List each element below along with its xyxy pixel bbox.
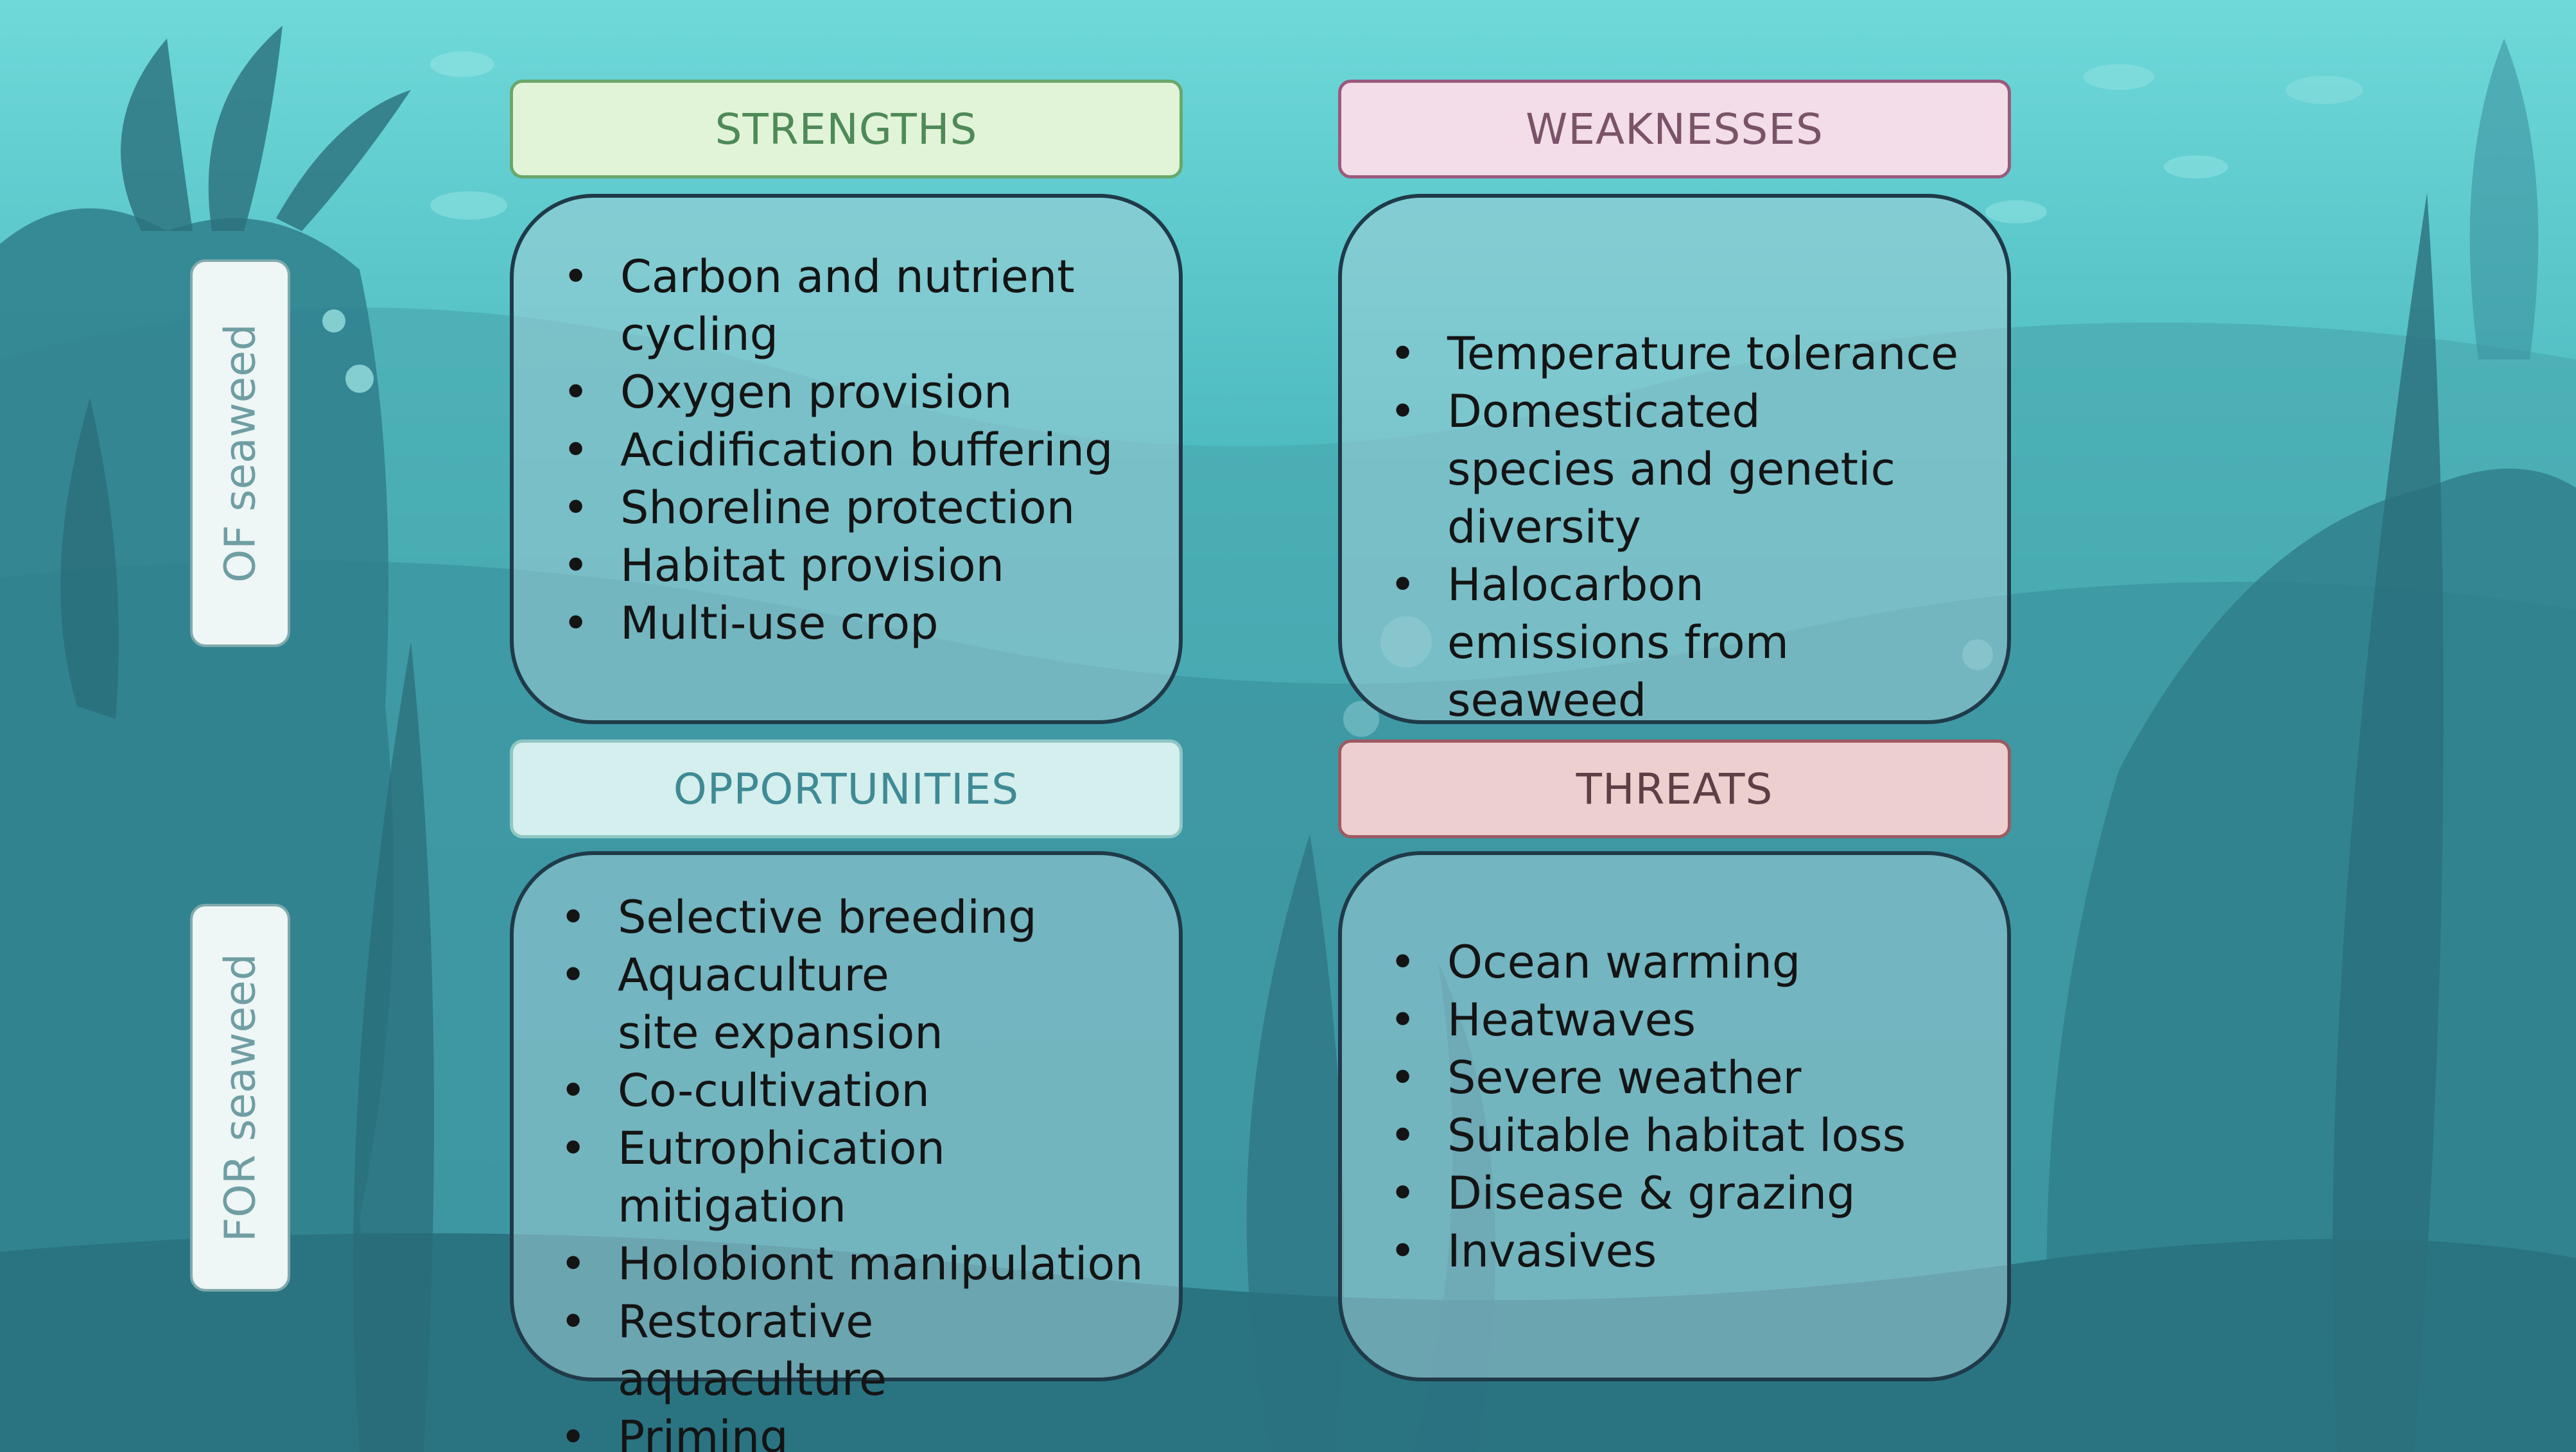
list-item: Ocean warming [1389, 933, 1967, 991]
threats-title: THREATS [1576, 764, 1773, 814]
side-label-for-text: FOR seaweed [215, 953, 265, 1242]
opportunities-box: Selective breeding Aquaculture site expa… [510, 851, 1183, 1452]
list-item: Multi-use crop [562, 594, 1140, 652]
side-label-of-seaweed: OF seaweed [190, 259, 290, 647]
list-item: Habitat provision [562, 537, 1140, 594]
list-item: Co-cultivation [560, 1062, 1151, 1119]
threats-list: Ocean warming Heatwaves Severe weather S… [1389, 933, 1967, 1280]
side-label-for-seaweed: FOR seaweed [190, 904, 290, 1292]
list-item: Disease & grazing [1389, 1164, 1967, 1222]
weaknesses-header: WEAKNESSES [1338, 80, 2011, 178]
list-item: Domesticated species and genetic diversi… [1389, 383, 1935, 556]
list-item: Acidification buffering [562, 421, 1140, 479]
opportunities-title: OPPORTUNITIES [673, 764, 1020, 814]
threats-box: Ocean warming Heatwaves Severe weather S… [1338, 851, 2011, 1381]
weaknesses-list: Temperature tolerance Domesticated speci… [1389, 325, 1967, 729]
list-item: Restorative aquaculture [560, 1293, 1151, 1408]
strengths-box: Carbon and nutrient cycling Oxygen provi… [510, 194, 1183, 724]
side-label-of-text: OF seaweed [215, 324, 265, 583]
list-item: Invasives [1389, 1222, 1967, 1280]
list-item: Holobiont manipulation [560, 1235, 1151, 1293]
weaknesses-title: WEAKNESSES [1526, 104, 1823, 154]
strengths-list: Carbon and nutrient cycling Oxygen provi… [562, 248, 1140, 652]
opportunities-header: OPPORTUNITIES [510, 739, 1183, 838]
list-item: Temperature tolerance [1389, 325, 1967, 383]
strengths-header: STRENGTHS [510, 80, 1183, 178]
list-item: Eutrophication mitigation [560, 1119, 1151, 1235]
list-item: Priming [560, 1408, 1151, 1452]
weaknesses-box: Temperature tolerance Domesticated speci… [1338, 194, 2011, 727]
list-item: Selective breeding [560, 888, 1151, 946]
list-item: Severe weather [1389, 1049, 1967, 1107]
list-item: Shoreline protection [562, 479, 1140, 537]
list-item: Halocarbon emissions from seaweed [1389, 556, 1935, 729]
list-item: Aquaculture site expansion [560, 946, 977, 1062]
list-item: Carbon and nutrient cycling [562, 248, 1140, 363]
list-item: Oxygen provision [562, 363, 1140, 421]
opportunities-list: Selective breeding Aquaculture site expa… [560, 888, 1151, 1452]
list-item: Heatwaves [1389, 991, 1967, 1049]
strengths-title: STRENGTHS [715, 104, 978, 154]
list-item: Suitable habitat loss [1389, 1107, 1967, 1164]
threats-header: THREATS [1338, 739, 2011, 838]
